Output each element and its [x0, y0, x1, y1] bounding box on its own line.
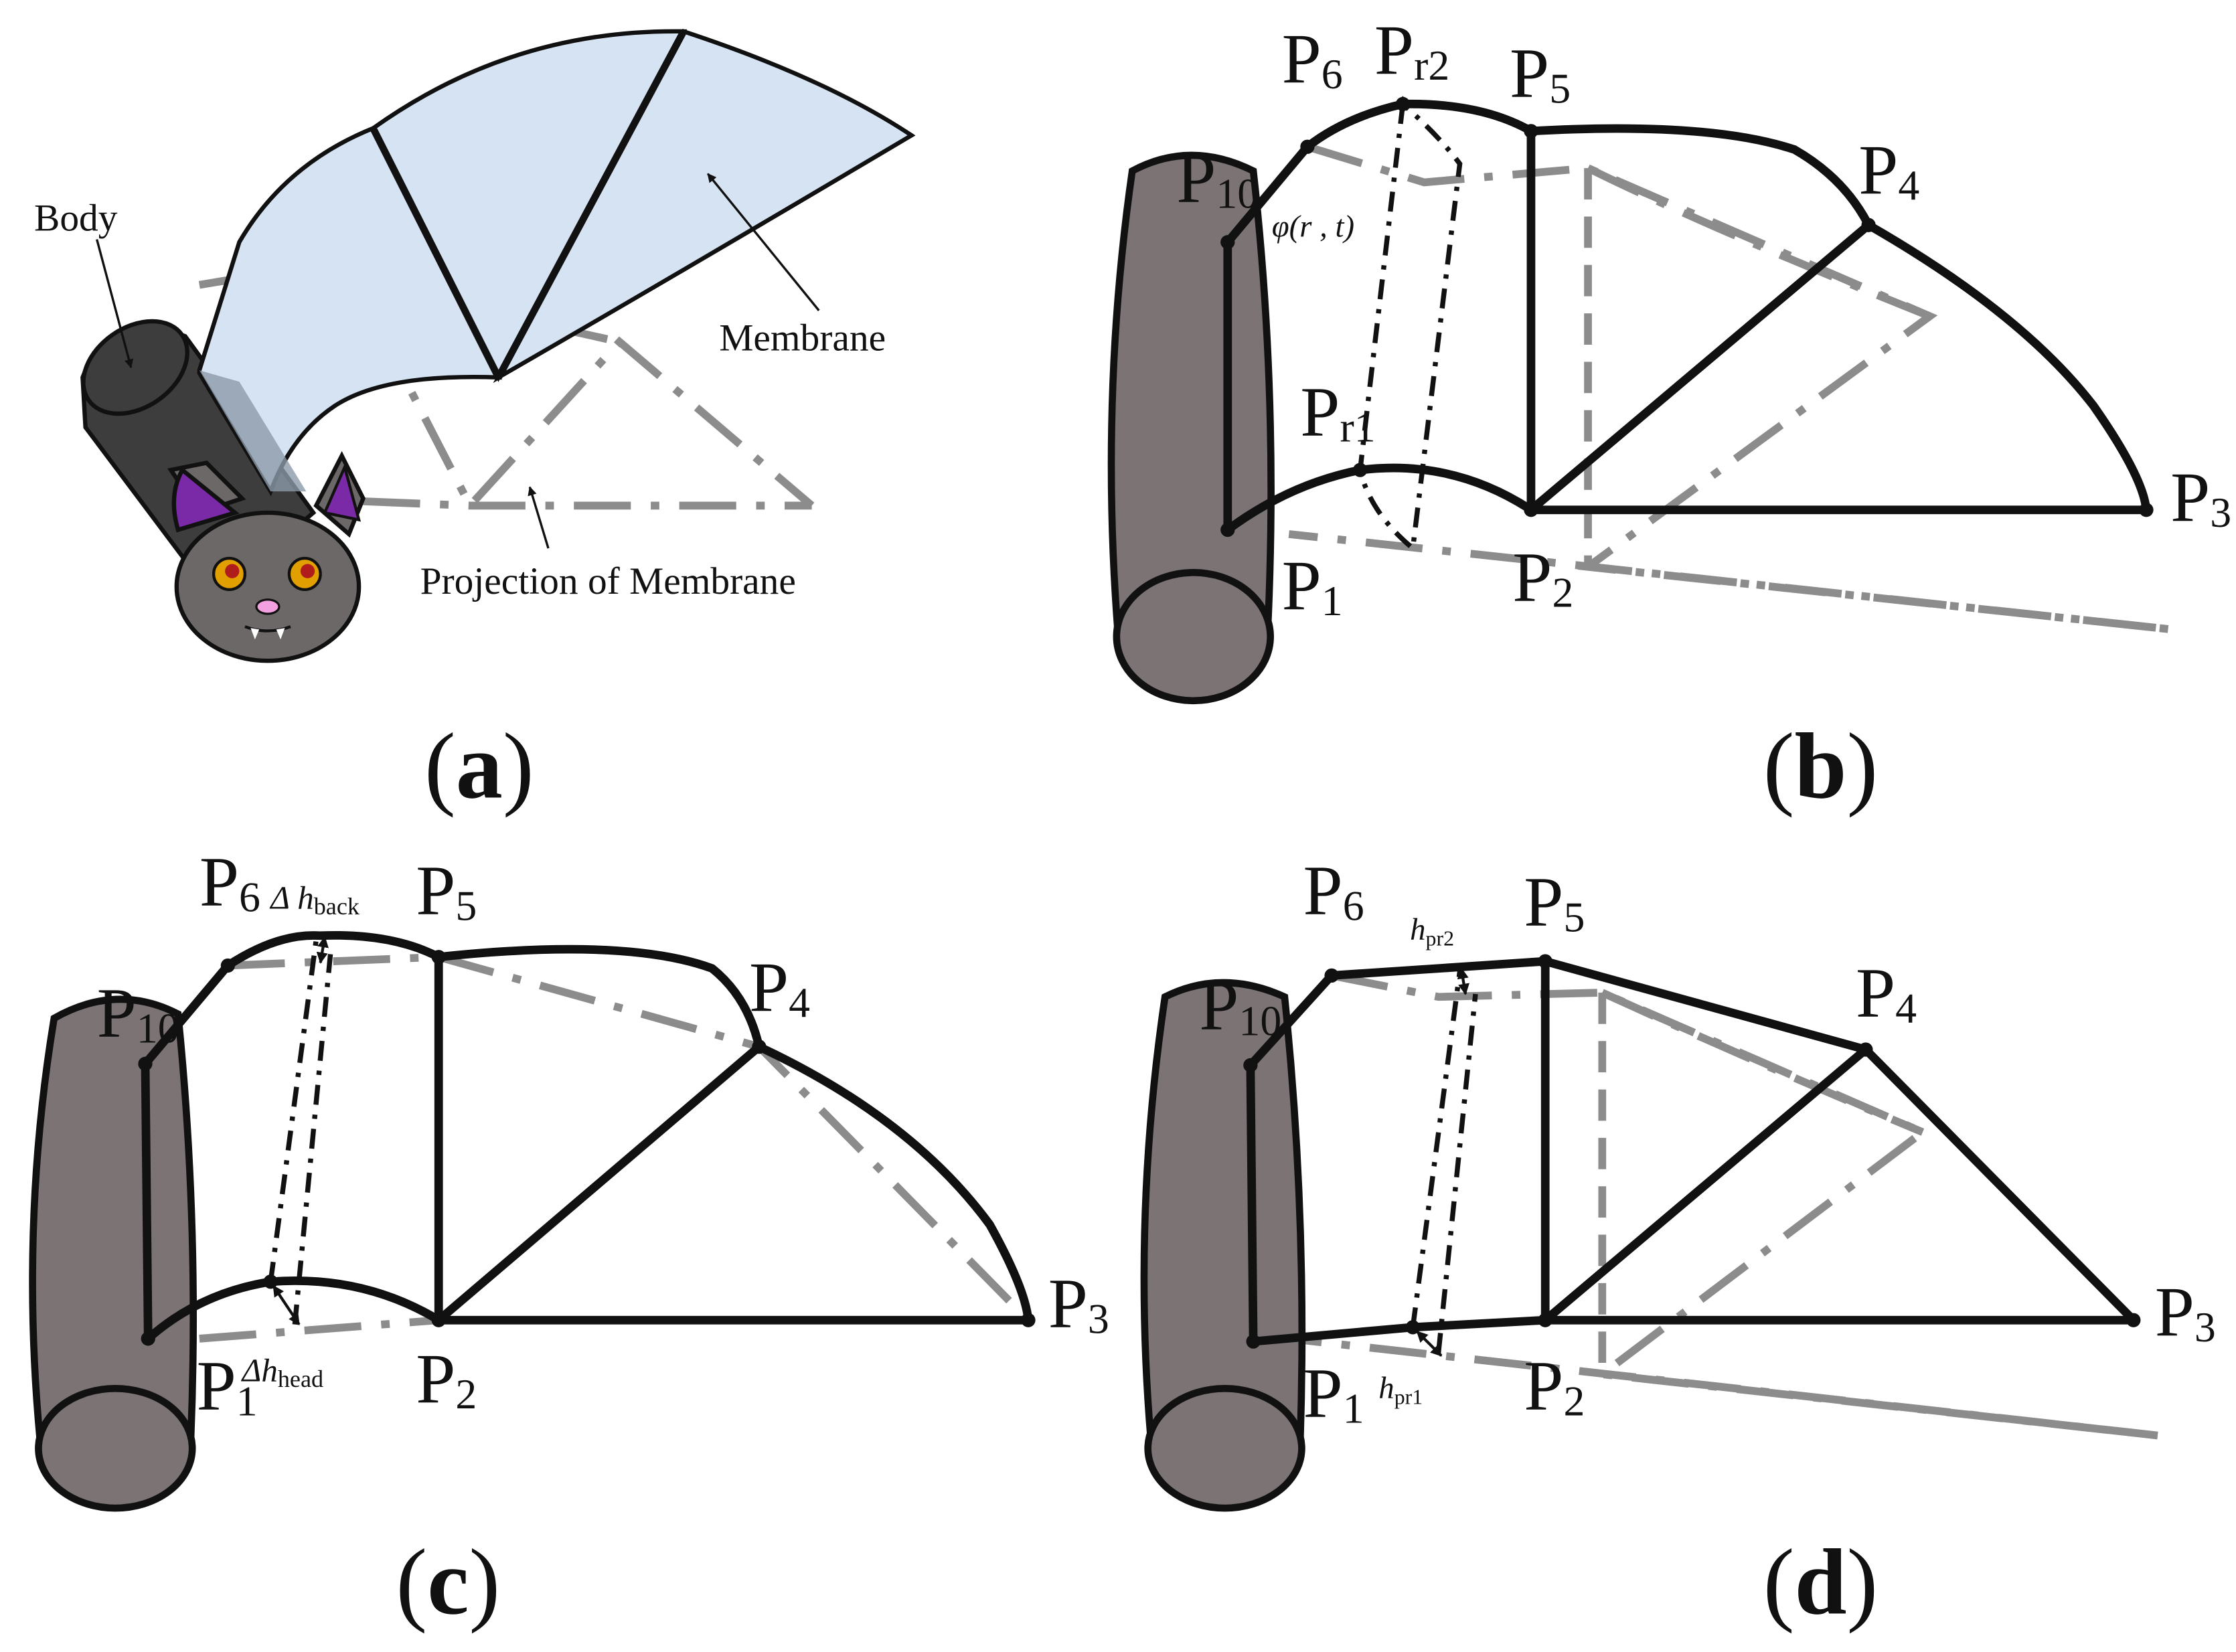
label-dh-back-c: Δ hback: [269, 879, 360, 920]
label-p1-c: P1: [197, 1347, 258, 1426]
label-p5-c: P5: [416, 851, 477, 930]
point-labels-b: P6 Pr2 P5 P10 P4 Pr1 P3 P1 P2 φ(r , t): [1176, 11, 2231, 626]
label-p10-d: P10: [1199, 967, 1281, 1046]
membrane: [197, 29, 916, 497]
svg-text:Membrane: Membrane: [719, 317, 886, 359]
label-projection-of-membrane: Projection of Membrane: [420, 486, 796, 602]
label-pr1-b: Pr1: [1300, 373, 1375, 452]
label-p2-b: P2: [1512, 538, 1573, 617]
wing-edges-d: [1246, 957, 2138, 1346]
dh-curves-c: [268, 936, 333, 1326]
label-p6-b: P6: [1282, 20, 1343, 99]
label-p3-b: P3: [2170, 459, 2231, 538]
label-membrane: Membrane: [706, 173, 886, 359]
phi-curves-b: [1357, 96, 1463, 554]
label-dh-head-c: Δhhead: [241, 1352, 323, 1393]
label-p4-d: P4: [1856, 954, 1917, 1033]
panel-d: P6 hpr2 P5 P10 P4 P3 hpr1 P1 P2 (d): [1140, 851, 2216, 1634]
label-p4-b: P4: [1858, 131, 1919, 210]
label-p3-d: P3: [2155, 1273, 2216, 1352]
caption-a: (a): [424, 714, 534, 818]
label-p4-c: P4: [749, 948, 810, 1027]
nodes-c: [138, 950, 1036, 1346]
label-p5-d: P5: [1524, 863, 1585, 942]
nodes-d: [1243, 954, 2141, 1349]
panel-b: P6 Pr2 P5 P10 P4 Pr1 P3 P1 P2 φ(r , t) (…: [1107, 11, 2231, 818]
body-cylinder-d: [1140, 979, 1306, 1512]
caption-c: (c): [396, 1530, 500, 1634]
label-body: Body: [34, 197, 134, 369]
label-h-pr1-d: hpr1: [1378, 1371, 1423, 1409]
label-p2-d: P2: [1524, 1347, 1585, 1426]
svg-text:Projection of Membrane: Projection of Membrane: [420, 560, 796, 602]
label-p5-b: P5: [1510, 34, 1571, 113]
point-labels-c: P6 Δ hback P5 P10 P4 P3 Δhhead P1 P2: [97, 843, 1109, 1426]
label-p1-d: P1: [1303, 1354, 1364, 1433]
label-phi-b: φ(r , t): [1272, 209, 1354, 244]
caption-b: (b): [1763, 714, 1879, 818]
label-h-pr2-d: hpr2: [1410, 912, 1454, 951]
projection-d: [1288, 971, 2158, 1440]
label-p1-b: P1: [1282, 547, 1343, 626]
bat-head: [167, 450, 366, 663]
body-cylinder-c: [29, 995, 197, 1512]
caption-d: (d): [1763, 1530, 1879, 1634]
nodes-b: [1220, 96, 2154, 538]
point-labels-d: P6 hpr2 P5 P10 P4 P3 hpr1 P1 P2: [1199, 851, 2216, 1433]
label-p10-c: P10: [97, 974, 179, 1053]
h-curves-d: [1410, 967, 1478, 1357]
projection-b: [1288, 143, 2172, 634]
label-p2-c: P2: [416, 1340, 477, 1419]
svg-text:Body: Body: [34, 197, 118, 240]
body-cylinder-b: [1107, 151, 1275, 705]
label-p6-d: P6: [1303, 851, 1364, 930]
label-p6-c: P6: [199, 843, 260, 922]
label-pr2-b: Pr2: [1374, 11, 1449, 90]
projection-c: [199, 953, 1032, 1343]
panel-c: P6 Δ hback P5 P10 P4 P3 Δhhead P1 P2 (c): [29, 843, 1109, 1634]
label-p10-b: P10: [1176, 139, 1259, 218]
label-p3-c: P3: [1048, 1264, 1109, 1343]
panel-a: Body Membrane Projection of Membrane (a): [34, 29, 916, 818]
